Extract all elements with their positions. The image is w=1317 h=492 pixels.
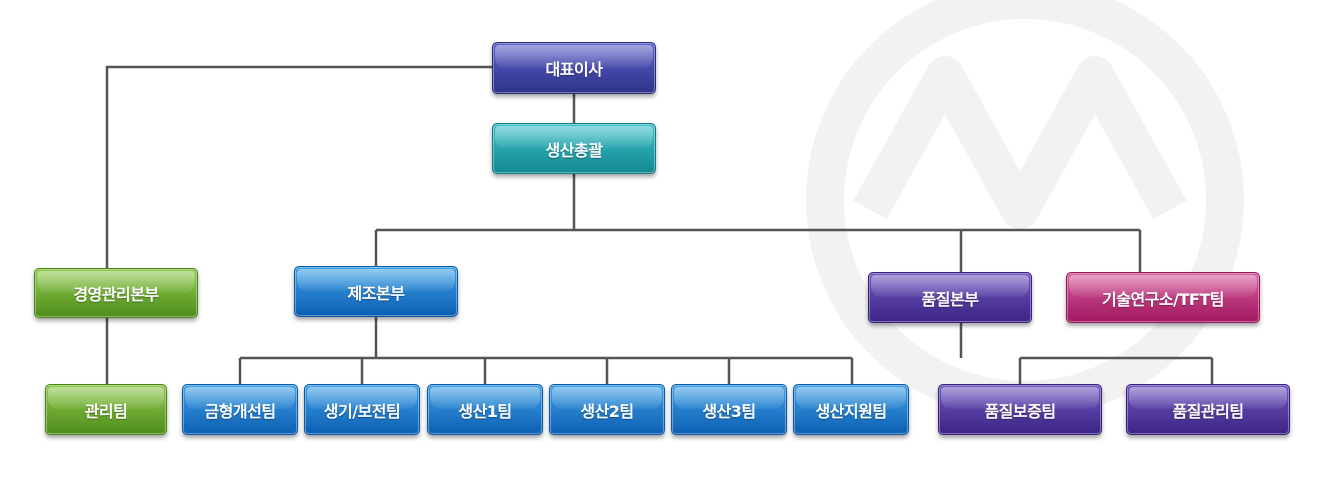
manufacturing-division-label: 제조본부 [347, 283, 405, 303]
team-label: 생산1팀 [458, 401, 512, 421]
team-label: 생산3팀 [702, 401, 756, 421]
management-division-box: 경영관리본부 [34, 268, 198, 318]
team-box: 관리팀 [45, 384, 167, 435]
team-label: 금형개선팀 [204, 401, 276, 421]
manufacturing-division-box: 제조본부 [294, 266, 458, 317]
team-label: 생산2팀 [580, 401, 634, 421]
production-head-box: 생산총괄 [492, 123, 656, 174]
team-label: 품질보증팀 [984, 401, 1056, 421]
team-box: 생산2팀 [549, 384, 665, 435]
management-division-label: 경영관리본부 [73, 285, 159, 304]
team-label: 생산지원팀 [815, 401, 887, 421]
research-division-label: 기술연구소/TFT팀 [1102, 289, 1224, 309]
quality-division-box: 품질본부 [868, 272, 1032, 323]
team-box: 금형개선팀 [182, 384, 298, 435]
ceo-box: 대표이사 [492, 42, 656, 94]
team-box: 생산1팀 [427, 384, 543, 435]
research-division-box: 기술연구소/TFT팀 [1066, 272, 1260, 323]
team-label: 품질관리팀 [1172, 401, 1244, 421]
team-label: 관리팀 [84, 401, 128, 421]
team-label: 생기/보전팀 [323, 401, 401, 421]
team-box: 품질관리팀 [1126, 384, 1290, 435]
team-box: 생산지원팀 [793, 384, 909, 435]
team-box: 품질보증팀 [938, 384, 1102, 435]
team-box: 생산3팀 [671, 384, 787, 435]
production-head-label: 생산총괄 [545, 140, 603, 160]
ceo-label: 대표이사 [545, 60, 603, 79]
team-box: 생기/보전팀 [304, 384, 420, 435]
quality-division-label: 품질본부 [921, 289, 979, 309]
